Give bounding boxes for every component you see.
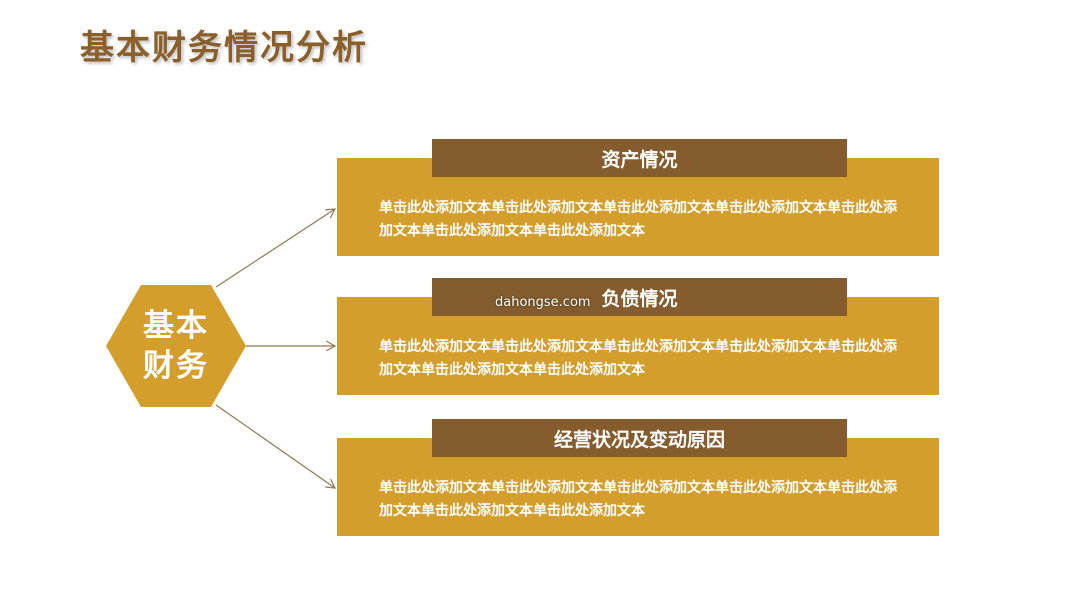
center-hexagon: 基本财务 — [106, 285, 246, 407]
section-body-assets: 单击此处添加文本单击此处添加文本单击此处添加文本单击此处添加文本单击此处添加文本… — [379, 200, 897, 239]
section-heading-liabilities: 负债情况 — [432, 278, 847, 316]
section-heading-assets: 资产情况 — [432, 139, 847, 177]
arrow-to-operations — [215, 404, 335, 488]
section-body-liabilities: 单击此处添加文本单击此处添加文本单击此处添加文本单击此处添加文本单击此处添加文本… — [379, 339, 897, 378]
watermark-text: dahongse.com — [495, 295, 591, 310]
page-title: 基本财务情况分析 — [80, 28, 368, 68]
arrow-to-assets — [215, 209, 335, 288]
center-label: 基本财务 — [143, 308, 209, 384]
section-heading-operations: 经营状况及变动原因 — [432, 419, 847, 457]
section-body-operations: 单击此处添加文本单击此处添加文本单击此处添加文本单击此处添加文本单击此处添加文本… — [379, 480, 897, 519]
